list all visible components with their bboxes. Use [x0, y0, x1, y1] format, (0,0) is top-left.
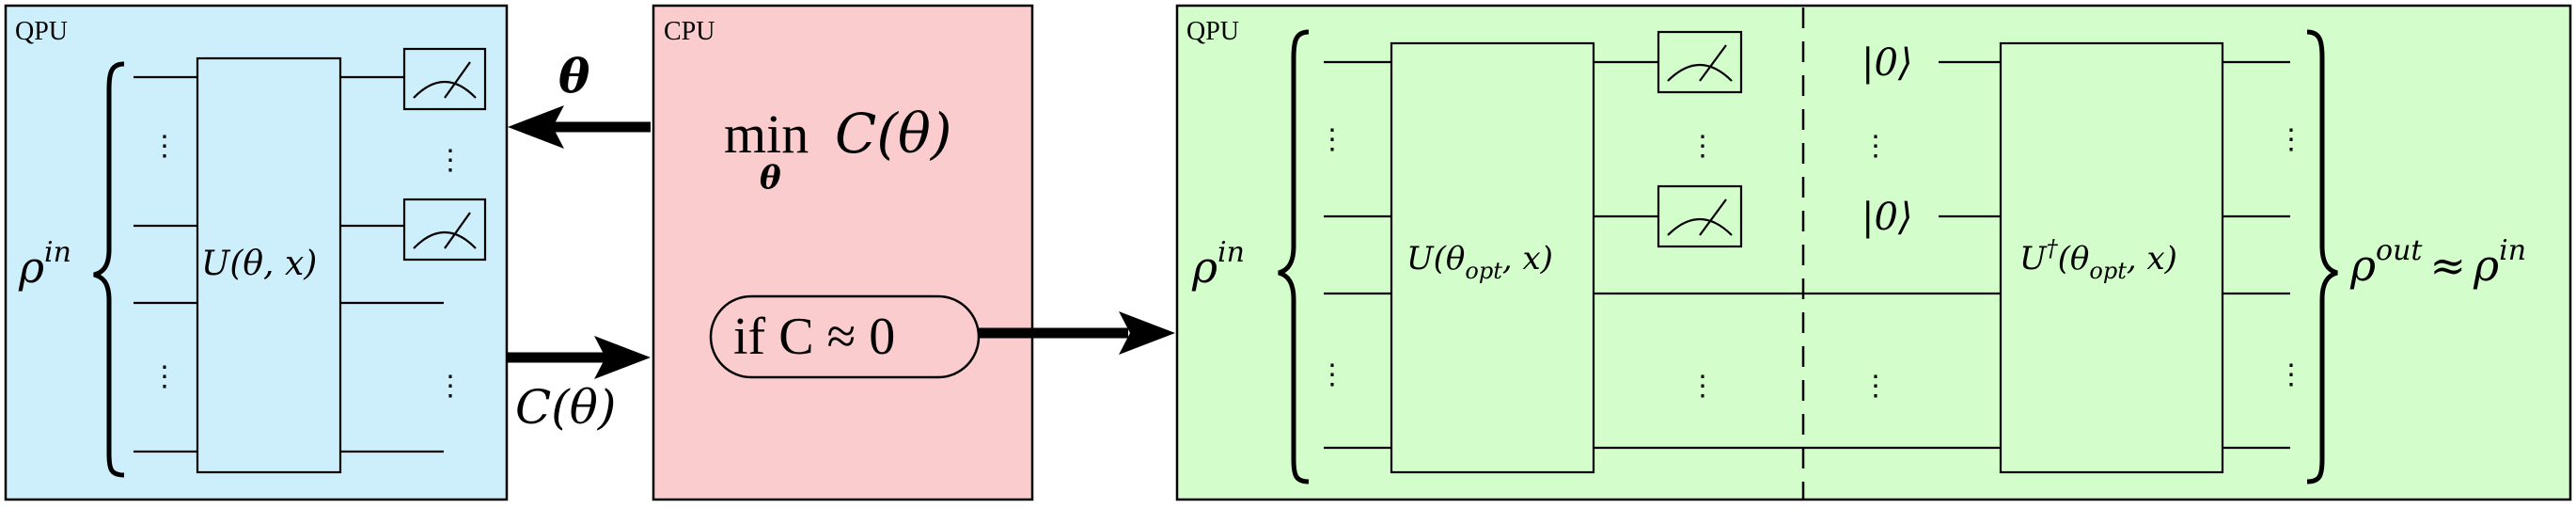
left-vdots-meters: ⋮	[436, 144, 464, 177]
right-input-brace	[1278, 29, 1310, 484]
right-vdots-kets-bottom: ⋮	[1861, 370, 1890, 403]
right-rho-in: ρin	[1191, 236, 1245, 293]
output-arrow	[979, 311, 1175, 355]
cost-arrow	[508, 336, 651, 379]
right-vdots-in-bottom: ⋮	[1318, 358, 1346, 391]
right-vdots-out-bottom: ⋮	[2277, 358, 2305, 391]
left-qpu-label: QPU	[15, 17, 68, 46]
left-unitary-label: U(θ, x)	[201, 245, 317, 283]
cpu-panel: CPU min θ C(θ) if C ≈ 0	[652, 4, 1034, 501]
cost-arrow-label: C(θ)	[515, 380, 616, 435]
left-rho-in: ρin	[18, 236, 71, 293]
right-vdots-mid-bottom: ⋮	[1689, 370, 1717, 403]
cpu-min-word: min	[724, 103, 809, 165]
left-vdots-in-bottom: ⋮	[150, 360, 179, 393]
cpu-min-subscript: θ	[760, 159, 781, 197]
condition-text: if C ≈ 0	[733, 308, 895, 366]
right-vdots-meters: ⋮	[1689, 130, 1717, 163]
right-vdots-in-top: ⋮	[1318, 123, 1346, 156]
measurement-meter-icon	[402, 47, 487, 111]
left-input-brace	[93, 61, 125, 478]
right-vdots-kets: ⋮	[1861, 130, 1890, 163]
left-unitary-box	[196, 56, 342, 474]
right-encoder-box	[1390, 41, 1595, 474]
right-output-brace	[2306, 29, 2338, 484]
theta-arrow	[508, 105, 651, 149]
right-encoder-label: U(θopt, x)	[1406, 240, 1553, 284]
measurement-meter-icon	[1657, 184, 1743, 248]
cpu-label: CPU	[664, 17, 715, 46]
right-decoder-label: U†(θopt, x)	[2019, 235, 2177, 284]
theta-arrow-label: θ	[558, 48, 590, 103]
cpu-background	[652, 4, 1034, 501]
right-qpu-label: QPU	[1186, 17, 1239, 46]
right-qpu-panel: QPU ρin ⋮ ⋮ U(θopt, x)	[1175, 4, 2572, 501]
right-vdots-out-top: ⋮	[2277, 123, 2305, 156]
right-decoder-box	[1999, 41, 2224, 474]
ket-zero-2: |0⟩	[1861, 196, 1913, 239]
output-relation: ρout≈ρin	[2349, 234, 2526, 291]
measurement-meter-icon	[402, 198, 487, 262]
cpu-min-expression: C(θ)	[835, 102, 952, 166]
left-vdots-in-top: ⋮	[150, 130, 179, 163]
left-qpu-panel: QPU ρin ⋮ ⋮ U(θ, x)	[4, 4, 509, 501]
ket-zero-1: |0⟩	[1861, 41, 1913, 85]
left-vdots-out-bottom: ⋮	[436, 370, 464, 403]
measurement-meter-icon	[1657, 30, 1743, 94]
